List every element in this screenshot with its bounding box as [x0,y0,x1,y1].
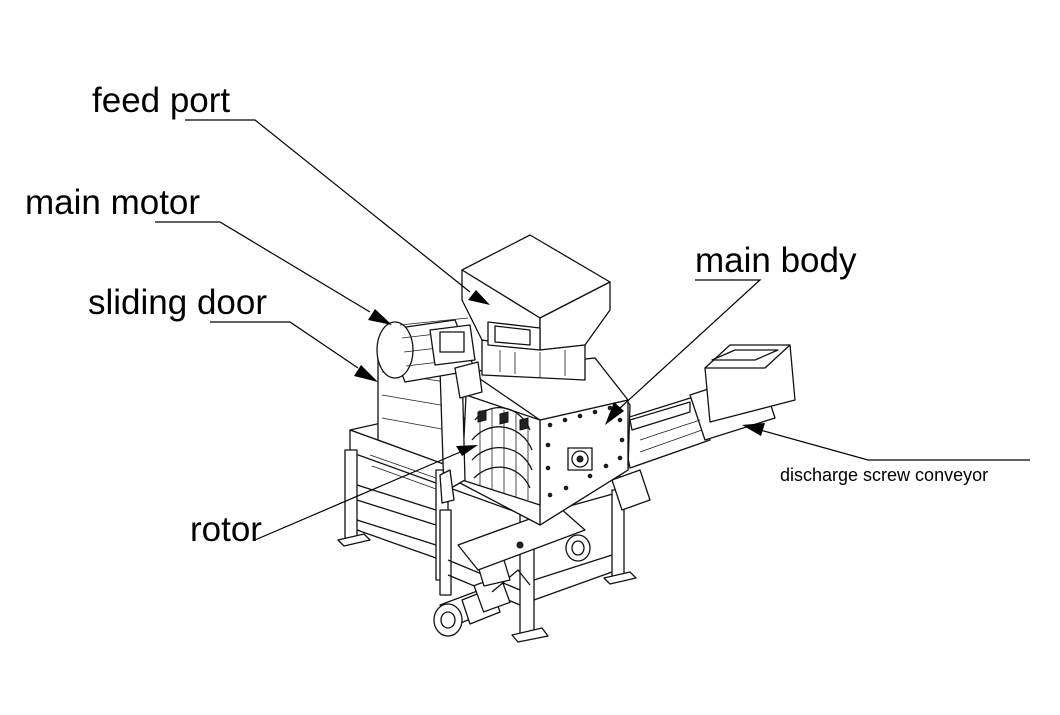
callout-labels: feed port main motor sliding door main b… [25,81,988,549]
discharge-chute [457,507,591,571]
sliding-door-label: sliding door [88,283,267,322]
feed-port-label: feed port [92,81,230,120]
feed-port-hopper [461,234,611,381]
discharge-screw-conveyor-label: discharge screw conveyor [780,465,988,485]
main-motor-unit [376,317,483,399]
rotor-label: rotor [190,510,262,549]
bottom-motor [433,559,531,637]
main-body-label: main body [695,241,857,280]
main-motor-label: main motor [25,183,200,222]
rotor-assembly [461,394,541,506]
bolt-pattern [545,405,625,498]
sliding-door-panel [377,354,466,504]
leader-lines [155,119,1030,541]
machine-drawing [337,234,796,643]
screw-conveyor [611,344,796,511]
